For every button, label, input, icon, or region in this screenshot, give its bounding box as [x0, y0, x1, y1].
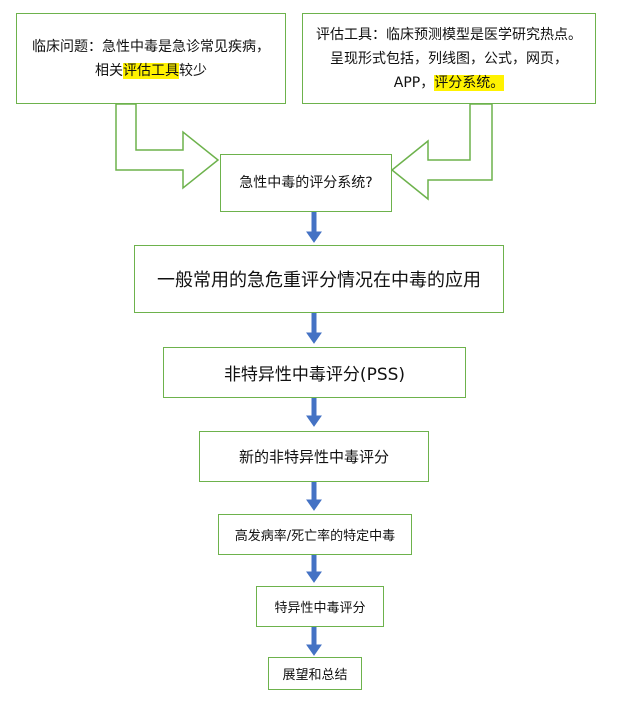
tools-line1: 评估工具：临床预测模型是医学研究热点。: [316, 26, 582, 43]
question-box: 急性中毒的评分系统?: [220, 154, 392, 212]
problem-line2-pre: 相关: [95, 62, 123, 79]
down-arrow-2-shaft: [311, 312, 317, 336]
down-arrow-3-head: [306, 415, 322, 427]
down-arrow-3-shaft: [311, 397, 317, 419]
down-arrow-5-shaft: [311, 554, 317, 575]
right-bent-arrow: [390, 103, 493, 201]
new-pss-box: 新的非特异性中毒评分: [199, 431, 429, 482]
down-arrow-6-shaft: [311, 626, 317, 648]
problem-line1: 临床问题：急性中毒是急诊常见疾病，: [32, 38, 270, 55]
specific-score-box: 特异性中毒评分: [256, 586, 384, 627]
tools-highlight: 评分系统。: [434, 74, 505, 91]
problem-box: 临床问题：急性中毒是急诊常见疾病， 相关评估工具较少: [16, 13, 286, 104]
high-morbidity-text: 高发病率/死亡率的特定中毒: [234, 529, 396, 544]
problem-line2: 相关评估工具较少: [95, 59, 207, 83]
down-arrow-1-shaft: [311, 211, 317, 235]
down-arrow-2-head: [306, 332, 322, 344]
pss-box: 非特异性中毒评分(PSS): [163, 347, 466, 398]
general-scores-text: 一般常用的急危重评分情况在中毒的应用: [157, 270, 481, 291]
down-arrow-6-head: [306, 644, 322, 656]
tools-line3: APP，评分系统。: [393, 71, 505, 95]
problem-highlight: 评估工具: [123, 62, 179, 79]
left-bent-arrow: [115, 103, 220, 190]
down-arrow-5-head: [306, 571, 322, 583]
problem-line2-post: 较少: [179, 62, 207, 79]
tools-line3-pre: APP，: [393, 74, 435, 91]
down-arrow-1-head: [306, 231, 322, 243]
tools-box: 评估工具：临床预测模型是医学研究热点。 呈现形式包括，列线图，公式，网页， AP…: [302, 13, 596, 104]
down-arrow-4-shaft: [311, 481, 317, 503]
question-text: 急性中毒的评分系统?: [239, 175, 373, 191]
new-pss-text: 新的非特异性中毒评分: [238, 448, 389, 466]
down-arrow-4-head: [306, 499, 322, 511]
general-scores-box: 一般常用的急危重评分情况在中毒的应用: [134, 245, 504, 313]
tools-line2: 呈现形式包括，列线图，公式，网页，: [330, 50, 568, 67]
specific-score-text: 特异性中毒评分: [274, 601, 366, 616]
summary-box: 展望和总结: [268, 657, 362, 690]
summary-text: 展望和总结: [282, 668, 348, 683]
high-morbidity-box: 高发病率/死亡率的特定中毒: [218, 514, 412, 555]
pss-text: 非特异性中毒评分(PSS): [223, 365, 406, 385]
